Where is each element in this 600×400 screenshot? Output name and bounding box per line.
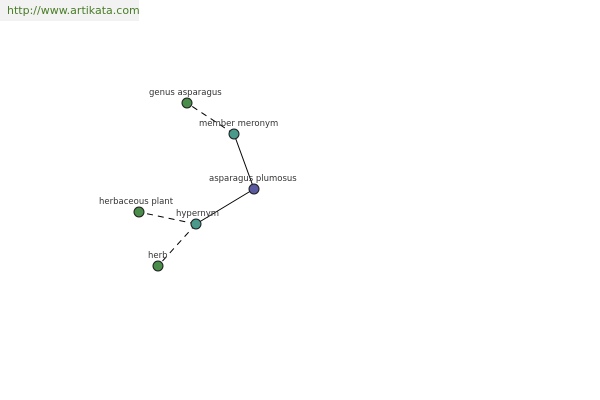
edge-center-hypernym [195,188,255,225]
node-member-meronym-label[interactable]: member meronym [199,119,278,129]
node-genus-asparagus-dot[interactable] [181,97,193,109]
edge-hypernym-herbaceous-plant [138,211,197,225]
edge-hypernym-herb [157,223,197,267]
edge-member-meronym-genus-asparagus [186,102,235,135]
node-hypernym-dot[interactable] [190,218,202,230]
node-asparagus-plumosus-dot[interactable] [248,183,260,195]
node-asparagus-plumosus-label[interactable]: asparagus plumosus [209,174,297,184]
node-genus-asparagus-label[interactable]: genus asparagus [149,88,222,98]
edge-center-member-meronym [233,133,255,190]
node-genus-asparagus[interactable]: genus asparagus [149,88,222,109]
node-herbaceous-plant-label[interactable]: herbaceous plant [99,197,174,207]
node-hypernym-label[interactable]: hypernym [176,209,219,219]
site-url-link[interactable]: http://www.artikata.com [0,0,139,21]
node-asparagus-plumosus[interactable]: asparagus plumosus [209,174,297,195]
node-member-meronym[interactable]: member meronym [199,119,278,140]
node-herb-dot[interactable] [152,260,164,272]
node-hypernym[interactable]: hypernym [176,209,219,230]
node-herbaceous-plant-dot[interactable] [133,206,145,218]
node-herb-label[interactable]: herb [148,251,168,261]
node-herbaceous-plant[interactable]: herbaceous plant [99,197,174,218]
node-member-meronym-dot[interactable] [228,128,240,140]
node-herb[interactable]: herb [148,251,168,272]
